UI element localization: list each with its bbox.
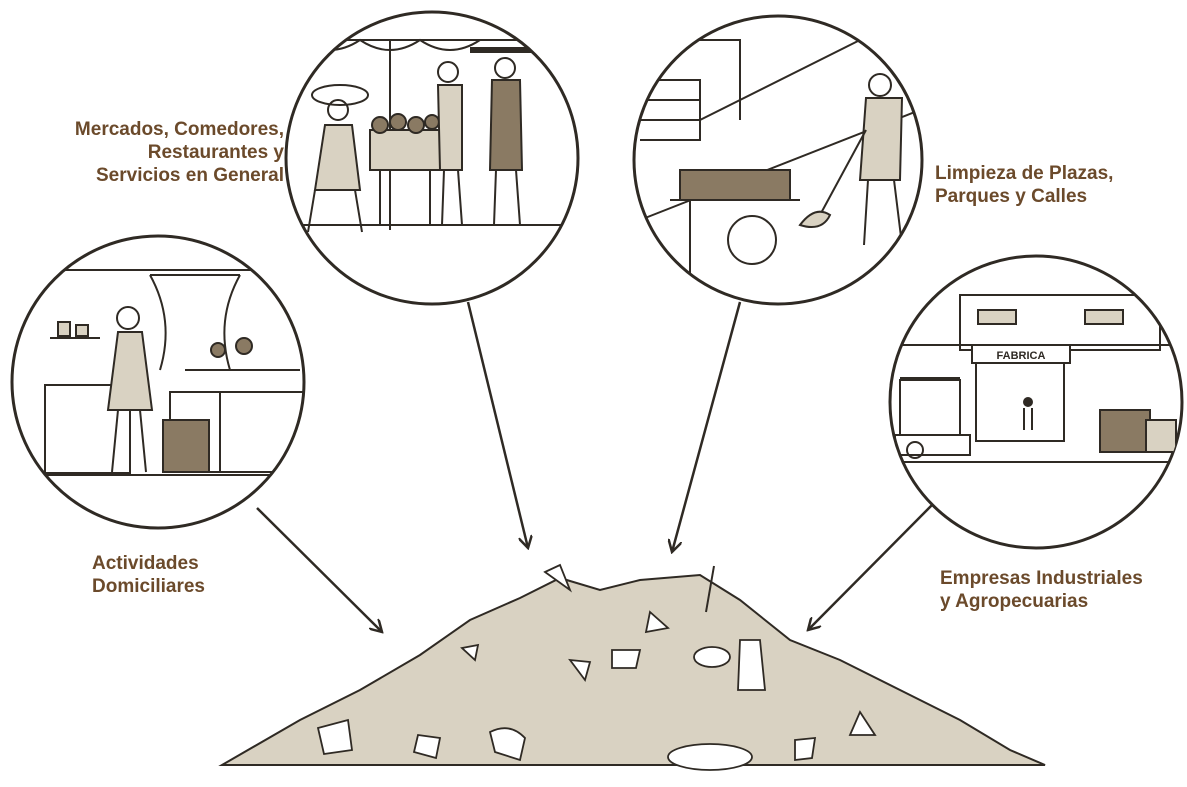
label-mercados-line-3: Servicios en General bbox=[14, 164, 284, 187]
empresas-illustration: FABRICA bbox=[890, 256, 1182, 548]
factory-sign-text: FABRICA bbox=[997, 350, 1046, 362]
arrow-limpieza bbox=[672, 302, 740, 552]
label-limpieza-line-1: Limpieza de Plazas, bbox=[935, 162, 1175, 185]
label-mercados-line-1: Mercados, Comedores, bbox=[14, 118, 284, 141]
label-mercados: Mercados, Comedores, Restaurantes y Serv… bbox=[14, 118, 284, 187]
label-actividades-line-2: Domiciliares bbox=[92, 575, 292, 598]
label-limpieza: Limpieza de Plazas, Parques y Calles bbox=[935, 162, 1175, 208]
label-empresas-line-1: Empresas Industriales bbox=[940, 567, 1185, 590]
label-actividades: Actividades Domiciliares bbox=[92, 552, 292, 598]
label-empresas-line-2: y Agropecuarias bbox=[940, 590, 1185, 613]
mercados-illustration bbox=[286, 12, 580, 304]
label-mercados-line-2: Restaurantes y bbox=[14, 141, 284, 164]
label-empresas: Empresas Industriales y Agropecuarias bbox=[940, 567, 1185, 613]
arrow-mercados bbox=[468, 302, 528, 548]
arrows bbox=[257, 302, 932, 632]
limpieza-illustration bbox=[634, 16, 922, 304]
label-actividades-line-1: Actividades bbox=[92, 552, 292, 575]
label-limpieza-line-2: Parques y Calles bbox=[935, 185, 1175, 208]
actividades-illustration bbox=[10, 236, 310, 528]
arrow-empresas bbox=[808, 505, 932, 630]
